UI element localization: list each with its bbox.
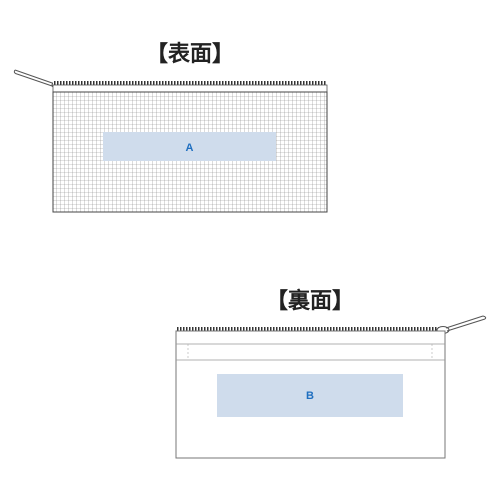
print-area-a [103,132,276,161]
front-zipper-tape [52,84,328,93]
print-area-b [217,374,403,417]
front-pouch: A [13,69,328,213]
print-area-a-label: A [186,142,194,154]
front-side-title: 【表面】 [146,42,235,67]
print-area-b-label: B [306,390,314,402]
front-zipper [53,81,327,85]
back-pouch: B [175,315,487,459]
back-zipper [176,327,445,331]
back-side-title: 【裏面】 [266,289,355,314]
